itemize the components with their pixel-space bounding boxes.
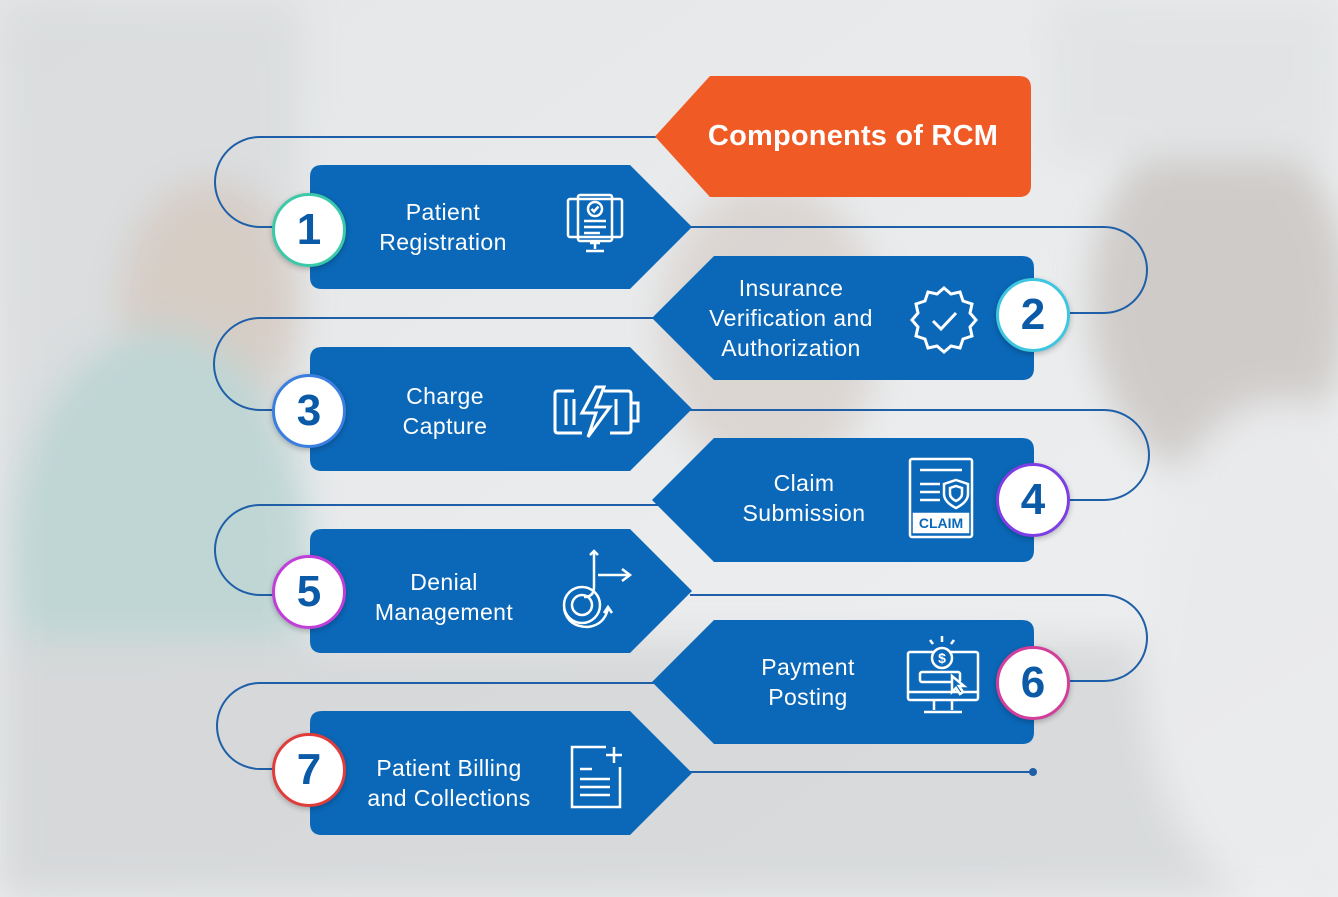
step-5-denial-management: Denial Management	[310, 529, 692, 653]
step-2-insurance-verification: Insurance Verification and Authorization	[652, 256, 1034, 380]
title-banner: Components of RCM	[655, 76, 1031, 197]
step-label: Insurance	[738, 275, 844, 301]
denial-arrow-gear-icon	[562, 549, 633, 629]
step-label: and Collections	[367, 785, 531, 811]
step-4-claim-submission: Claim Submission CLAIM	[652, 438, 1034, 562]
step-6-payment-posting: Payment Posting $	[652, 620, 1034, 744]
step-7-patient-billing: Patient Billing and Collections	[310, 711, 692, 835]
claim-icon-text: CLAIM	[919, 515, 963, 531]
step-label: Capture	[402, 413, 488, 439]
step-label: Management	[374, 599, 514, 625]
step-number-badge: 7	[272, 733, 346, 807]
billing-document-icon	[570, 745, 622, 809]
step-number-badge: 5	[272, 555, 346, 629]
battery-charge-icon	[553, 385, 640, 438]
step-1-patient-registration: Patient Registration	[310, 165, 692, 289]
registration-monitor-icon	[566, 193, 624, 253]
step-label: Registration	[379, 229, 507, 255]
step-label: Patient	[405, 199, 481, 225]
step-number-badge: 6	[996, 646, 1070, 720]
page-title: Components of RCM	[707, 120, 999, 152]
dollar-icon-text: $	[938, 650, 946, 666]
step-label: Patient Billing	[376, 755, 522, 781]
step-label: Claim	[773, 470, 835, 496]
step-3-charge-capture: Charge Capture	[310, 347, 692, 471]
connector-end-dot	[1029, 768, 1037, 776]
step-label: Submission	[742, 500, 866, 526]
step-number-badge: 4	[996, 463, 1070, 537]
verified-badge-icon	[910, 286, 978, 354]
step-label: Charge	[406, 383, 484, 409]
step-number-badge: 3	[272, 374, 346, 448]
step-number-badge: 2	[996, 278, 1070, 352]
step-label: Payment	[761, 654, 855, 680]
step-label: Verification and	[709, 305, 873, 331]
payment-monitor-icon: $	[906, 636, 980, 714]
step-number-badge: 1	[272, 193, 346, 267]
claim-document-icon: CLAIM	[908, 457, 974, 539]
step-label: Denial	[410, 569, 478, 595]
step-label: Posting	[768, 684, 848, 710]
step-label: Authorization	[721, 335, 861, 361]
